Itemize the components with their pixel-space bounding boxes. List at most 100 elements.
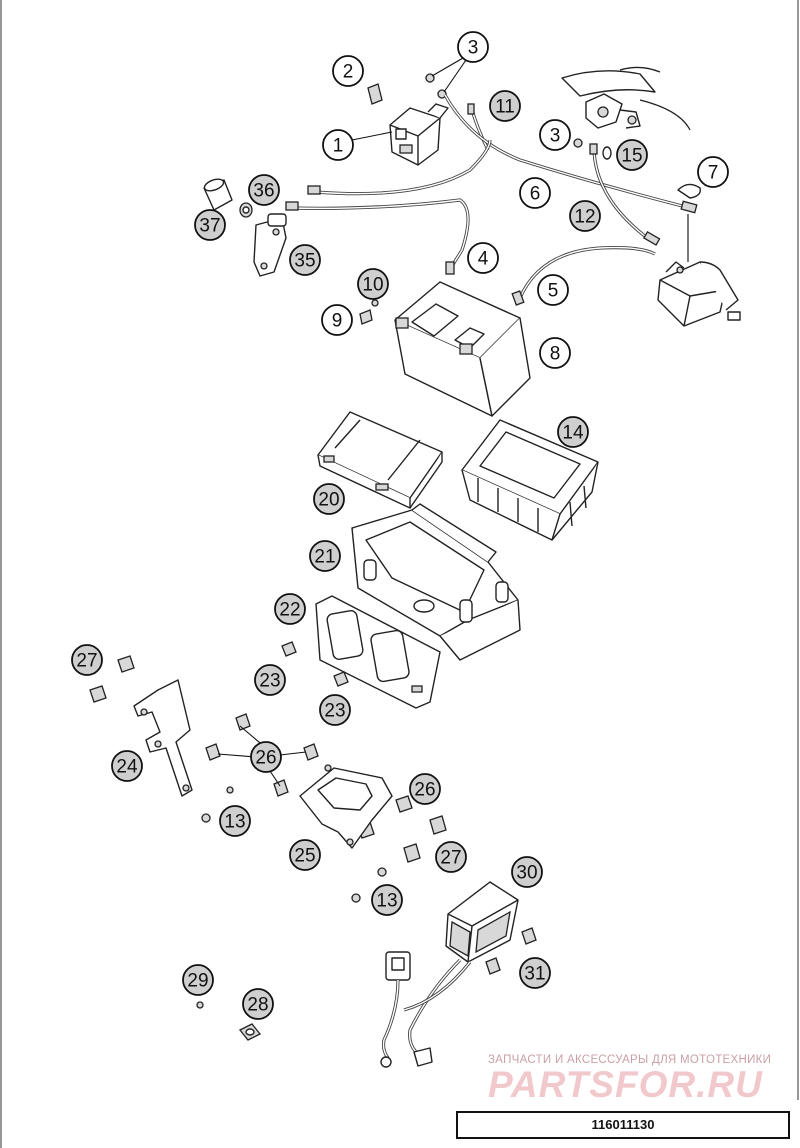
fuse-part-2 [367,83,383,105]
callout-3: 3 [457,31,489,63]
mounting-plate-part-22 [315,595,441,709]
callout-number: 30 [516,863,537,884]
callout-circle [557,416,589,448]
callout-8: 8 [539,337,571,369]
callout-26: 26 [250,741,282,773]
screw-part-23 [281,641,349,687]
callout-number: 13 [224,812,245,833]
callout-6: 6 [519,177,551,209]
callout-number: 23 [259,671,280,692]
callout-number: 9 [332,311,343,332]
callout-14: 14 [557,416,589,448]
leader-lines [217,57,467,787]
battery-tray-part-14 [461,419,599,541]
callout-20: 20 [313,483,345,515]
callout-37: 37 [194,209,226,241]
callout-circle [309,540,341,572]
callout-circle [332,55,364,87]
callout-number: 31 [524,964,545,985]
washer-part-15 [602,146,612,160]
battery-cable-part-4 [285,139,492,275]
callout-27: 27 [71,644,103,676]
voltage-regulator-part-30 [445,881,519,963]
ground-cable-part-12 [589,143,661,246]
watermark-tagline: ЗАПЧАСТИ И АКСЕССУАРЫ ДЛЯ МОТОТЕХНИКИ [488,1054,772,1066]
bolt-part-27-right [403,815,447,863]
callout-number: 3 [550,126,561,147]
callout-36: 36 [248,174,280,206]
bracket-part-24 [133,679,193,797]
callout-number: 10 [362,275,383,296]
callout-10: 10 [357,268,389,300]
callout-circle [289,244,321,276]
callout-29: 29 [182,964,214,996]
callout-1: 1 [322,129,354,161]
callout-number: 3 [468,38,479,59]
callout-number: 28 [247,995,268,1016]
watermark-logo: PARTSFOR.RU [488,1064,763,1105]
callout-circle [194,209,226,241]
callout-26: 26 [409,773,441,805]
callout-number: 22 [279,600,300,621]
callout-number: 11 [495,97,515,118]
callout-number: 36 [253,181,274,202]
nut-part-3-lower [573,138,583,148]
callout-number: 6 [530,184,541,205]
callout-circle [539,119,571,151]
nut-part-3-top [425,73,447,99]
callout-number: 29 [187,971,208,992]
callout-5: 5 [537,274,569,306]
callout-25: 25 [289,839,321,871]
callout-number: 4 [478,249,489,270]
fastener-part-28-29 [196,1001,262,1041]
callout-circle [321,304,353,336]
screw-part-31 [485,927,537,975]
callout-circle [467,242,499,274]
frame-clamp-assembly [561,66,691,131]
bracket-part-25 [299,764,393,849]
callout-circle [409,773,441,805]
callout-circle [371,884,403,916]
callout-circle [250,741,282,773]
grommet-part-36 [239,202,253,218]
callout-circle [519,177,551,209]
callout-circle [274,593,306,625]
callout-number: 24 [116,757,138,778]
callout-21: 21 [309,540,341,572]
callout-circle [242,988,274,1020]
starter-motor [657,214,741,327]
callout-number: 5 [548,281,559,302]
callout-circle [457,31,489,63]
figure-code-box: 116011130 [456,1111,790,1139]
callout-number: 2 [343,62,354,83]
battery-cover-part-20 [317,411,443,509]
callout-circle [519,957,551,989]
callout-circle [289,839,321,871]
callout-number: 35 [294,251,315,272]
callout-circle [569,200,601,232]
callout-number: 21 [314,547,335,568]
starter-cable-part-6 [443,94,698,214]
callout-13: 13 [371,884,403,916]
callout-circle [489,90,521,122]
callout-circle [254,664,286,696]
callout-number: 1 [333,136,344,157]
callout-circle [616,139,648,171]
callout-23: 23 [319,694,351,726]
callout-number: 12 [574,207,595,228]
callout-circle [71,644,103,676]
callout-number: 7 [708,163,719,184]
callout-number: 26 [255,748,276,769]
bolt-part-27-left [89,655,135,703]
callout-27: 27 [435,841,467,873]
callout-number: 13 [376,891,397,912]
callout-number: 8 [550,344,561,365]
callout-circle [248,174,280,206]
callout-31: 31 [519,957,551,989]
battery-cable-part-5 [511,246,656,306]
callout-circle [219,805,251,837]
callout-23: 23 [254,664,286,696]
callout-circle [313,483,345,515]
figure-code: 116011130 [591,1117,655,1132]
